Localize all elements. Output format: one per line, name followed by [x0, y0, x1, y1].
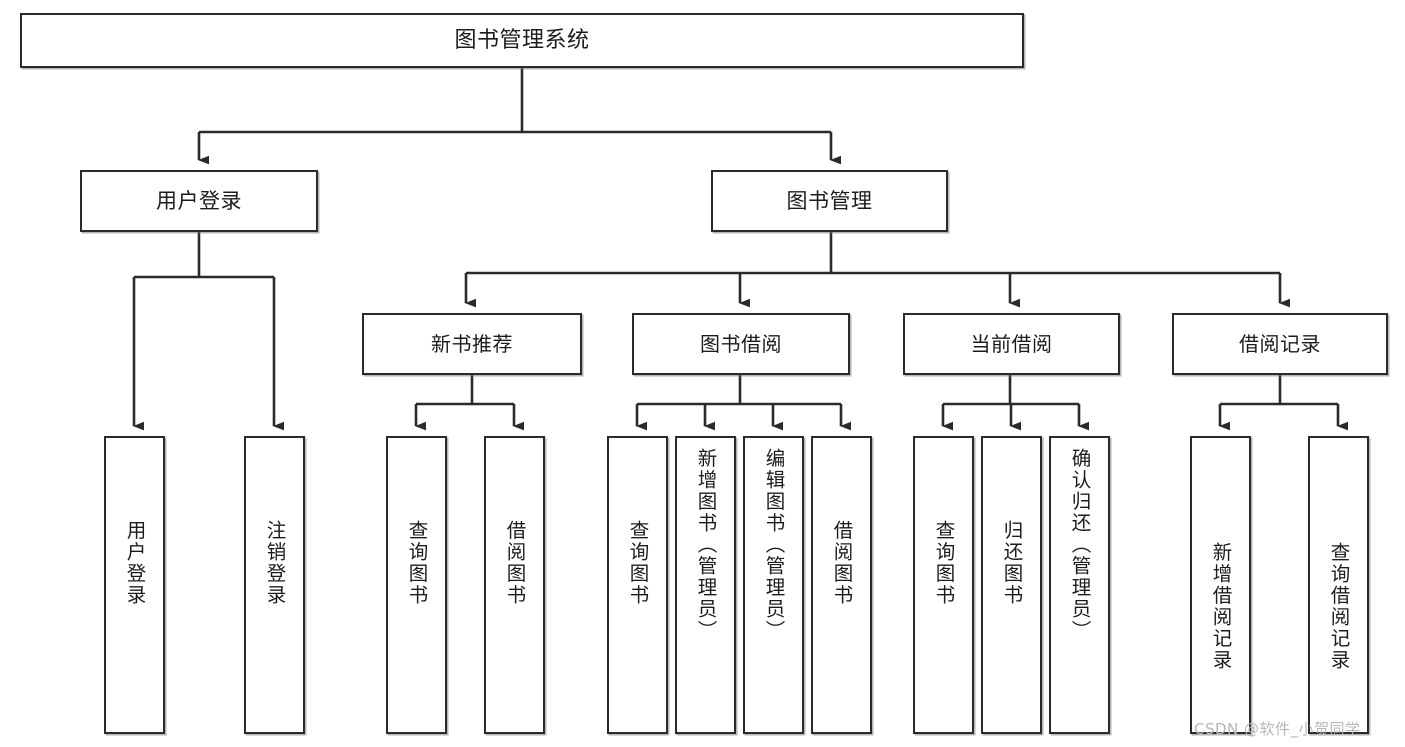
- node-leaf-borrow-book-2-label: 借阅图书: [830, 520, 853, 606]
- node-book-borrow-label: 图书借阅: [700, 331, 782, 356]
- node-leaf-confirm-return[interactable]: 确认归还（管理员）: [1049, 436, 1110, 734]
- node-borrow-record[interactable]: 借阅记录: [1172, 313, 1388, 375]
- node-leaf-add-book[interactable]: 新增图书（管理员）: [675, 436, 736, 734]
- node-new-book-rec[interactable]: 新书推荐: [362, 313, 582, 375]
- node-user-login[interactable]: 用户登录: [80, 170, 318, 232]
- node-leaf-query-book-3[interactable]: 查询图书: [913, 436, 974, 734]
- node-leaf-return-book-label: 归还图书: [1000, 520, 1023, 606]
- node-current-borrow[interactable]: 当前借阅: [903, 313, 1120, 375]
- node-book-admin-label: 图书管理: [786, 188, 873, 213]
- node-leaf-query-book-1-label: 查询图书: [405, 520, 428, 606]
- csdn-watermark: CSDN @软件_小贺同学: [1194, 720, 1361, 738]
- node-leaf-user-logout[interactable]: 注销登录: [244, 436, 305, 734]
- node-leaf-add-record-label: 新增借阅记录: [1209, 542, 1232, 671]
- node-leaf-query-book-3-label: 查询图书: [932, 520, 955, 606]
- node-borrow-record-label: 借阅记录: [1239, 331, 1321, 356]
- node-leaf-confirm-return-label: 确认归还（管理员）: [1068, 448, 1091, 642]
- node-leaf-return-book[interactable]: 归还图书: [981, 436, 1042, 734]
- node-new-book-rec-label: 新书推荐: [431, 331, 513, 356]
- node-leaf-query-book-2-label: 查询图书: [626, 520, 649, 606]
- node-leaf-query-book-1[interactable]: 查询图书: [386, 436, 447, 734]
- node-current-borrow-label: 当前借阅: [970, 331, 1053, 356]
- node-leaf-edit-book[interactable]: 编辑图书（管理员）: [743, 436, 804, 734]
- node-root-label: 图书管理系统: [454, 27, 590, 53]
- node-leaf-add-record[interactable]: 新增借阅记录: [1190, 436, 1251, 734]
- node-leaf-borrow-book-1-label: 借阅图书: [503, 520, 526, 606]
- node-book-admin[interactable]: 图书管理: [711, 170, 948, 232]
- node-leaf-query-record-label: 查询借阅记录: [1327, 542, 1350, 671]
- node-leaf-query-book-2[interactable]: 查询图书: [607, 436, 668, 734]
- node-root[interactable]: 图书管理系统: [20, 13, 1024, 68]
- node-leaf-query-record[interactable]: 查询借阅记录: [1308, 436, 1369, 734]
- node-leaf-user-logout-label: 注销登录: [263, 520, 286, 606]
- node-book-borrow[interactable]: 图书借阅: [632, 313, 850, 375]
- node-leaf-borrow-book-1[interactable]: 借阅图书: [484, 436, 545, 734]
- node-leaf-user-login[interactable]: 用户登录: [104, 436, 165, 734]
- node-leaf-user-login-label: 用户登录: [123, 520, 146, 606]
- node-user-login-label: 用户登录: [156, 188, 242, 213]
- node-leaf-add-book-label: 新增图书（管理员）: [694, 448, 717, 642]
- node-leaf-borrow-book-2[interactable]: 借阅图书: [811, 436, 872, 734]
- node-leaf-edit-book-label: 编辑图书（管理员）: [762, 448, 785, 642]
